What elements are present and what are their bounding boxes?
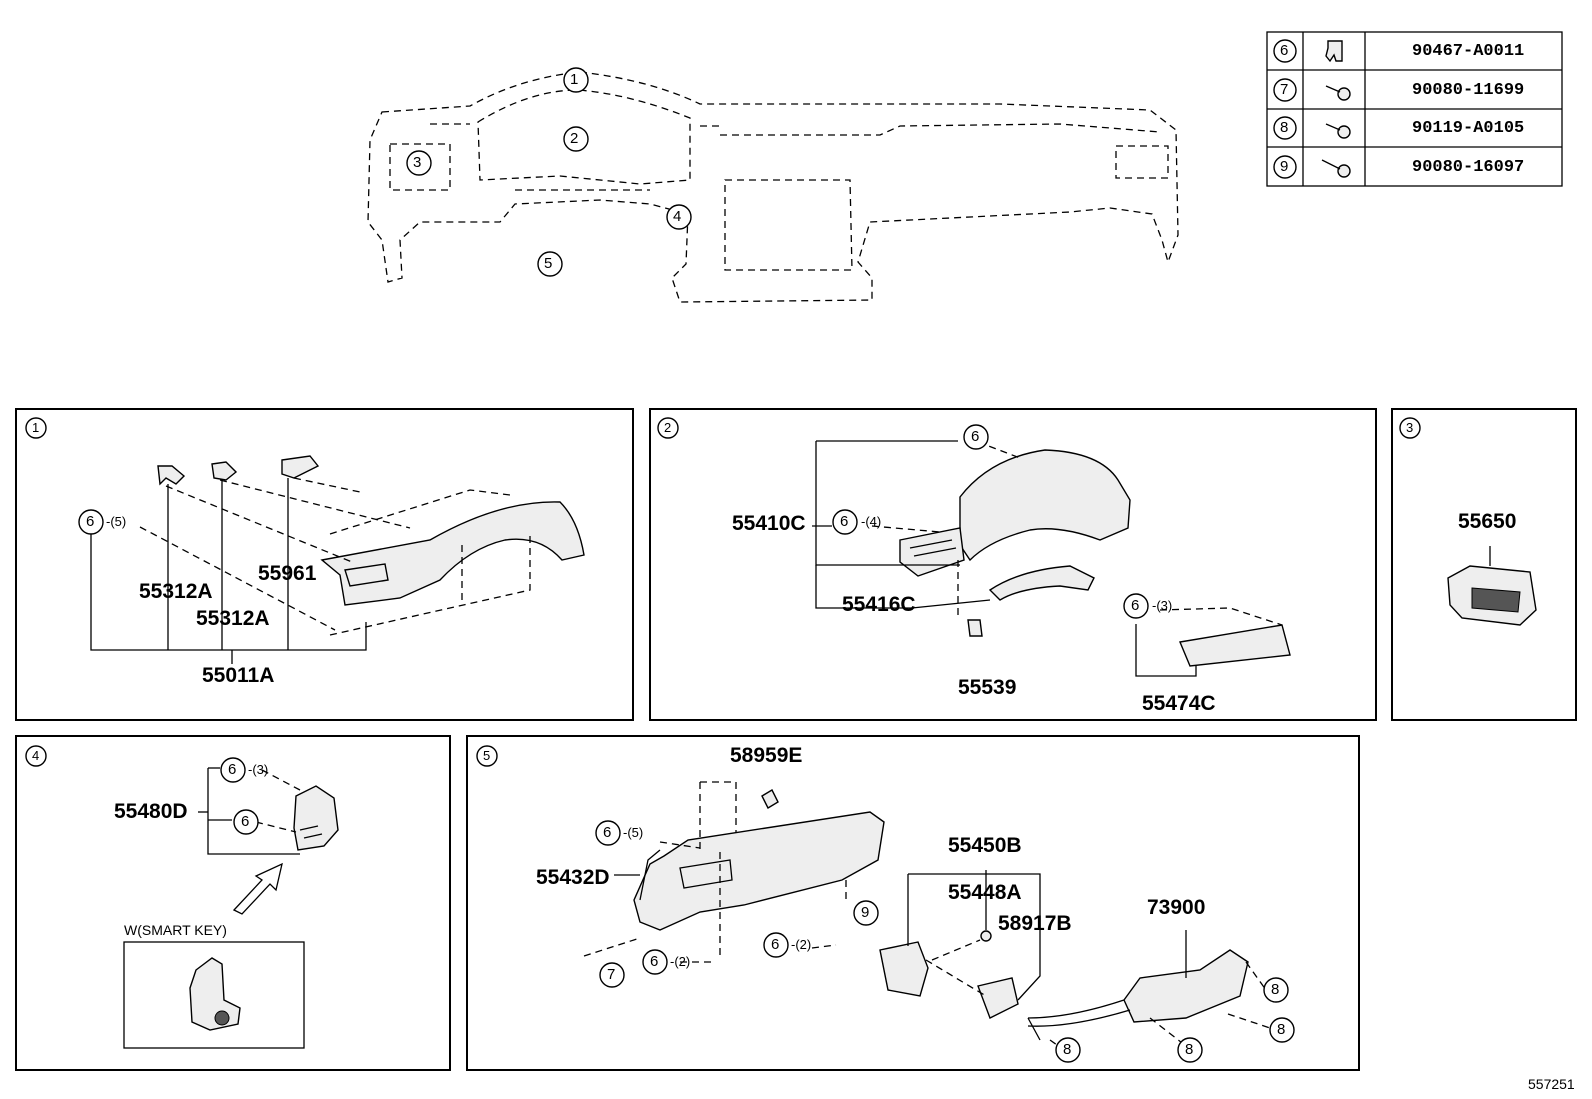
ref-6: 6 xyxy=(241,813,250,830)
screw-icon xyxy=(1321,85,1351,178)
part-55480D[interactable]: 55480D xyxy=(114,800,188,823)
panel-5-frame xyxy=(466,735,1360,1071)
qty: -(2) xyxy=(791,937,812,952)
legend-ref: 7 xyxy=(1280,81,1289,98)
panel-2-index: 2 xyxy=(664,420,672,435)
ref-6: 6 xyxy=(1131,597,1140,614)
ref-8: 8 xyxy=(1063,1041,1072,1058)
panel-4-frame xyxy=(15,735,451,1071)
panel-1-index: 1 xyxy=(32,420,40,435)
part-55011A[interactable]: 55011A xyxy=(202,664,275,687)
qty: -(2) xyxy=(670,954,691,969)
qty: -(5) xyxy=(106,514,127,529)
panel-3-index: 3 xyxy=(1406,420,1414,435)
ref-6: 6 xyxy=(840,513,849,530)
legend-part-number[interactable]: 90467-A0011 xyxy=(1412,42,1525,61)
ref-6: 6 xyxy=(603,824,612,841)
qty: -(4) xyxy=(861,514,882,529)
ref-6: 6 xyxy=(971,428,980,445)
legend-table xyxy=(1266,31,1563,187)
panel-1-frame xyxy=(15,408,634,721)
panel-1-art xyxy=(78,455,585,664)
legend-ref: 8 xyxy=(1280,119,1289,136)
panel-5-art xyxy=(583,781,1295,1063)
qty: -(5) xyxy=(623,825,644,840)
ref-6: 6 xyxy=(86,513,95,530)
part-58959E[interactable]: 58959E xyxy=(730,744,803,767)
panel-2-art xyxy=(812,424,1291,677)
overview-callouts xyxy=(406,67,692,277)
legend-part-number[interactable]: 90080-11699 xyxy=(1412,81,1525,100)
legend-ref: 9 xyxy=(1280,158,1289,175)
clip-icon xyxy=(1325,40,1343,63)
dashboard-overview xyxy=(367,71,1179,303)
panel-3-frame xyxy=(1391,408,1577,721)
inset-caption: W(SMART KEY) xyxy=(124,922,227,938)
ref-6: 6 xyxy=(228,761,237,778)
part-55410C[interactable]: 55410C xyxy=(732,512,806,535)
panel-3-art xyxy=(1447,546,1537,626)
part-55474C[interactable]: 55474C xyxy=(1142,692,1216,715)
legend-part-number[interactable]: 90080-16097 xyxy=(1412,158,1525,177)
callout-3[interactable]: 3 xyxy=(413,154,422,171)
panel-2-frame xyxy=(649,408,1377,721)
ref-8: 8 xyxy=(1277,1021,1286,1038)
qty: -(3) xyxy=(248,762,269,777)
part-55961[interactable]: 55961 xyxy=(258,562,317,585)
part-55448A[interactable]: 55448A xyxy=(948,881,1022,904)
part-55432D[interactable]: 55432D xyxy=(536,866,610,889)
arrow-icon xyxy=(232,862,283,915)
legend-part-number[interactable]: 90119-A0105 xyxy=(1412,119,1525,138)
ref-7: 7 xyxy=(607,966,616,983)
callout-2[interactable]: 2 xyxy=(570,130,579,147)
part-55312A-upper[interactable]: 55312A xyxy=(139,580,213,603)
part-55450B[interactable]: 55450B xyxy=(948,834,1022,857)
part-55416C[interactable]: 55416C xyxy=(842,593,916,616)
part-73900[interactable]: 73900 xyxy=(1147,896,1206,919)
ref-8: 8 xyxy=(1271,981,1280,998)
part-58917B[interactable]: 58917B xyxy=(998,912,1072,935)
ref-6: 6 xyxy=(650,953,659,970)
panel-4-art xyxy=(123,757,339,1049)
ref-6: 6 xyxy=(771,936,780,953)
callout-5[interactable]: 5 xyxy=(544,255,553,272)
part-55539[interactable]: 55539 xyxy=(958,676,1017,699)
panel-5-index: 5 xyxy=(483,748,491,763)
ref-9: 9 xyxy=(861,904,870,921)
legend-ref: 6 xyxy=(1280,42,1289,59)
part-55312A-lower[interactable]: 55312A xyxy=(196,607,270,630)
callout-4[interactable]: 4 xyxy=(673,208,682,225)
panel-4-index: 4 xyxy=(32,748,40,763)
part-55650[interactable]: 55650 xyxy=(1458,510,1517,533)
callout-1[interactable]: 1 xyxy=(570,71,579,88)
ref-8: 8 xyxy=(1185,1041,1194,1058)
qty: -(3) xyxy=(1152,598,1173,613)
diagram-code: 557251 xyxy=(1528,1076,1575,1092)
